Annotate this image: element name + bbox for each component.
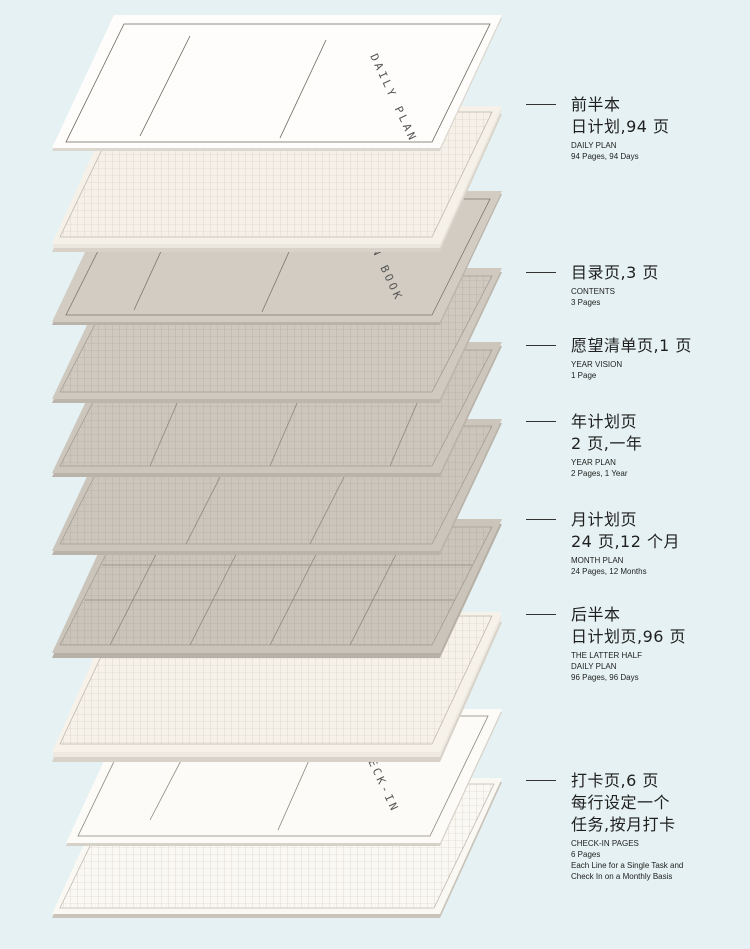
layer-daily-cover: DAILY PLAN — [52, 15, 502, 151]
label-zh: 前半本 日计划,94 页 — [571, 95, 670, 136]
label-year-plan: 年计划页 2 页,一年 YEAR PLAN 2 Pages, 1 Year — [526, 411, 746, 479]
label-month-plan: 月计划页 24 页,12 个月 MONTH PLAN 24 Pages, 12 … — [526, 509, 746, 577]
label-contents: 目录页,3 页 CONTENTS 3 Pages — [526, 262, 746, 308]
label-tick — [526, 614, 556, 615]
label-zh: 目录页,3 页 — [571, 263, 659, 282]
label-tick — [526, 780, 556, 781]
label-zh: 月计划页 24 页,12 个月 — [571, 510, 680, 551]
label-zh: 愿望清单页,1 页 — [571, 336, 692, 355]
label-zh: 后半本 日计划页,96 页 — [571, 605, 687, 646]
label-tick — [526, 272, 556, 273]
label-zh: 打卡页,6 页 每行设定一个 任务,按月打卡 — [571, 771, 676, 834]
label-tick — [526, 104, 556, 105]
label-en: CHECK-IN PAGES 6 Pages Each Line for a S… — [571, 839, 684, 881]
label-en: MONTH PLAN 24 Pages, 12 Months — [571, 556, 647, 576]
label-en: YEAR VISION 1 Page — [571, 360, 623, 380]
label-en: DAILY PLAN 94 Pages, 94 Days — [571, 141, 639, 161]
label-year-vision: 愿望清单页,1 页 YEAR VISION 1 Page — [526, 335, 746, 381]
label-front-daily: 前半本 日计划,94 页 DAILY PLAN 94 Pages, 94 Day… — [526, 94, 746, 162]
label-tick — [526, 519, 556, 520]
label-zh: 年计划页 2 页,一年 — [571, 412, 643, 453]
label-tick — [526, 421, 556, 422]
label-latter-daily: 后半本 日计划页,96 页 THE LATTER HALF DAILY PLAN… — [526, 604, 746, 683]
label-tick — [526, 345, 556, 346]
label-checkin: 打卡页,6 页 每行设定一个 任务,按月打卡 CHECK-IN PAGES 6 … — [526, 770, 746, 882]
label-en: THE LATTER HALF DAILY PLAN 96 Pages, 96 … — [571, 651, 642, 682]
label-en: YEAR PLAN 2 Pages, 1 Year — [571, 458, 628, 478]
label-en: CONTENTS 3 Pages — [571, 287, 615, 307]
